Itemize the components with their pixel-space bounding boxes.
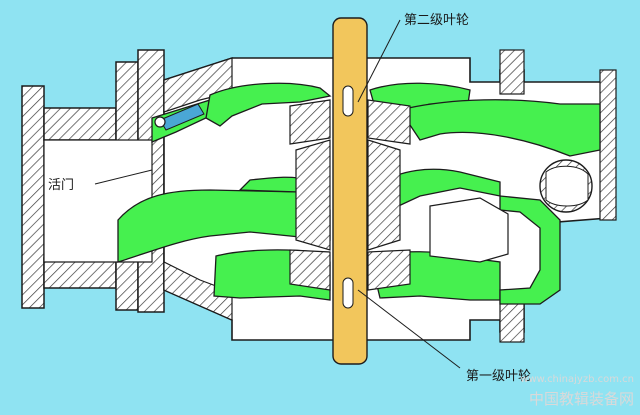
outlet-valve	[539, 159, 593, 213]
impeller-hubs	[289, 99, 411, 291]
watermark-name: 中国教辑装备网	[529, 390, 634, 408]
pump-shaft	[332, 17, 368, 365]
outlet-flange	[599, 69, 617, 221]
flow-passages	[117, 82, 601, 305]
right-flange-upper	[499, 49, 525, 95]
label-stage2-impeller: 第二级叶轮	[404, 13, 469, 28]
right-flange-lower	[499, 299, 525, 343]
leader-lines	[94, 19, 461, 369]
label-stage1-impeller: 第一级叶轮	[466, 369, 531, 384]
crossover-chamber	[429, 197, 509, 263]
watermark-url: www.chinajyzb.com.cn	[520, 374, 634, 385]
check-valve-flap	[154, 103, 205, 131]
label-valve: 活门	[48, 178, 74, 193]
